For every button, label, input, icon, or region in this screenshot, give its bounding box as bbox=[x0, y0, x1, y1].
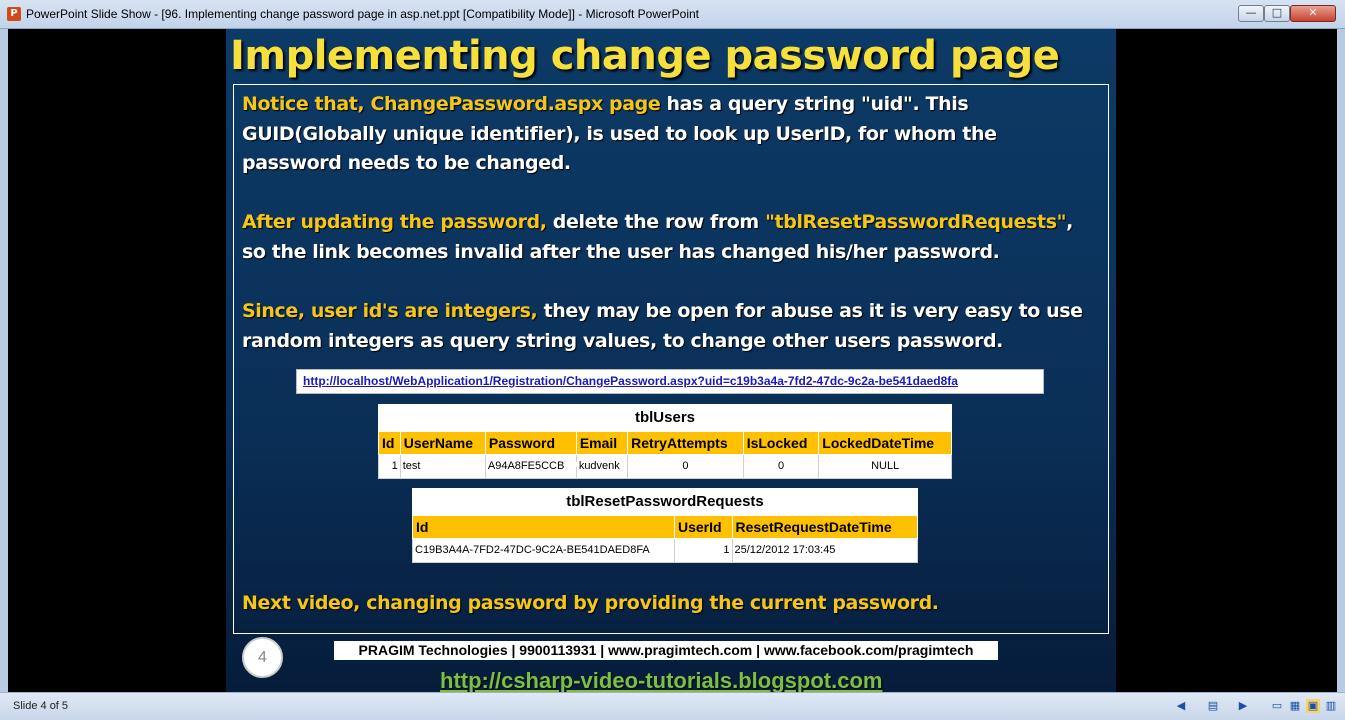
column-header: IsLocked bbox=[742, 430, 820, 455]
company-info-bar: PRAGIM Technologies | 9900113931 | www.p… bbox=[334, 641, 998, 660]
column-header: Email bbox=[575, 430, 629, 455]
table-cell: kudvenk bbox=[575, 453, 629, 479]
next-video-text: Next video, changing password by providi… bbox=[242, 592, 939, 614]
column-header: ResetRequestDateTime bbox=[731, 514, 918, 539]
slide-count-status: Slide 4 of 5 bbox=[13, 700, 69, 712]
slide-sorter-view-icon[interactable]: ▦ bbox=[1289, 699, 1301, 712]
maximize-button[interactable]: □ bbox=[1264, 5, 1290, 22]
slide-menu-icon[interactable]: ▤ bbox=[1207, 699, 1219, 712]
table-cell: 0 bbox=[627, 453, 744, 479]
paragraph-text: has a query string "uid". This GUID(Glob… bbox=[242, 93, 997, 174]
table-caption: tblUsers bbox=[634, 408, 696, 426]
blog-link[interactable]: http://csharp-video-tutorials.blogspot.c… bbox=[440, 668, 883, 693]
tbl-users-table: tblUsers Id UserName Password Email Retr… bbox=[378, 404, 952, 479]
paragraph-highlight: Since, user id's are integers, bbox=[242, 300, 538, 322]
slide[interactable]: Implementing change password page Notice… bbox=[226, 29, 1116, 694]
slide-title: Implementing change password page bbox=[230, 33, 1060, 79]
powerpoint-app-icon[interactable]: P bbox=[7, 7, 21, 21]
paragraph-text: , so the link becomes invalid after the … bbox=[242, 211, 1073, 263]
column-header: Id bbox=[378, 430, 401, 455]
paragraph-highlight: Notice that, ChangePassword.aspx page bbox=[242, 93, 661, 115]
table-cell: C19B3A4A-7FD2-47DC-9C2A-BE541DAED8FA bbox=[412, 537, 675, 563]
paragraph-integer-abuse: Since, user id's are integers, they may … bbox=[242, 297, 1102, 356]
slide-number-badge: 4 bbox=[242, 637, 283, 678]
table-cell: NULL bbox=[818, 453, 952, 479]
slide-show-view-icon[interactable]: ▥ bbox=[1325, 699, 1337, 712]
column-header: Id bbox=[412, 514, 675, 539]
table-row: 1 test A94A8FE5CCB kudvenk 0 0 NULL bbox=[378, 453, 952, 479]
column-header: Password bbox=[484, 430, 577, 455]
table-cell: A94A8FE5CCB bbox=[484, 453, 577, 479]
table-cell: 0 bbox=[742, 453, 820, 479]
table-cell: 25/12/2012 17:03:45 bbox=[731, 537, 918, 563]
paragraph-highlight-table: "tblResetPasswordRequests" bbox=[765, 211, 1067, 233]
table-row: C19B3A4A-7FD2-47DC-9C2A-BE541DAED8FA 1 2… bbox=[412, 537, 918, 563]
column-header: LockedDateTime bbox=[818, 430, 952, 455]
title-bar: P PowerPoint Slide Show - [96. Implement… bbox=[0, 0, 1345, 29]
paragraph-delete-row: After updating the password, delete the … bbox=[242, 208, 1102, 267]
window-title: PowerPoint Slide Show - [96. Implementin… bbox=[26, 7, 700, 21]
minimize-button[interactable]: — bbox=[1238, 5, 1264, 22]
paragraph-query-string: Notice that, ChangePassword.aspx page ha… bbox=[242, 90, 1102, 179]
normal-view-icon[interactable]: ▭ bbox=[1271, 699, 1283, 712]
table-caption: tblResetPasswordRequests bbox=[566, 492, 764, 510]
column-header: RetryAttempts bbox=[627, 430, 744, 455]
content-box: Notice that, ChangePassword.aspx page ha… bbox=[233, 84, 1109, 634]
column-header: UserName bbox=[399, 430, 486, 455]
close-button[interactable]: ✕ bbox=[1290, 5, 1336, 22]
change-password-url-link[interactable]: http://localhost/WebApplication1/Registr… bbox=[296, 369, 1044, 394]
tbl-reset-password-requests-table: tblResetPasswordRequests Id UserId Reset… bbox=[412, 488, 918, 563]
next-slide-icon[interactable]: ▶ bbox=[1238, 699, 1248, 712]
paragraph-text: they may be open for abuse as it is very… bbox=[242, 300, 1083, 352]
column-header: UserId bbox=[674, 514, 733, 539]
table-cell: 1 bbox=[378, 453, 401, 479]
reading-view-icon[interactable]: ▣ bbox=[1306, 699, 1320, 713]
paragraph-highlight: After updating the password, bbox=[242, 211, 547, 233]
paragraph-text: delete the row from bbox=[546, 211, 766, 233]
table-cell: 1 bbox=[674, 537, 733, 563]
previous-slide-icon[interactable]: ◀ bbox=[1176, 699, 1186, 712]
status-bar: Slide 4 of 5 ◀ ▤ ▶ ▭ ▦ ▣ ▥ bbox=[0, 692, 1345, 720]
table-cell: test bbox=[399, 453, 486, 479]
